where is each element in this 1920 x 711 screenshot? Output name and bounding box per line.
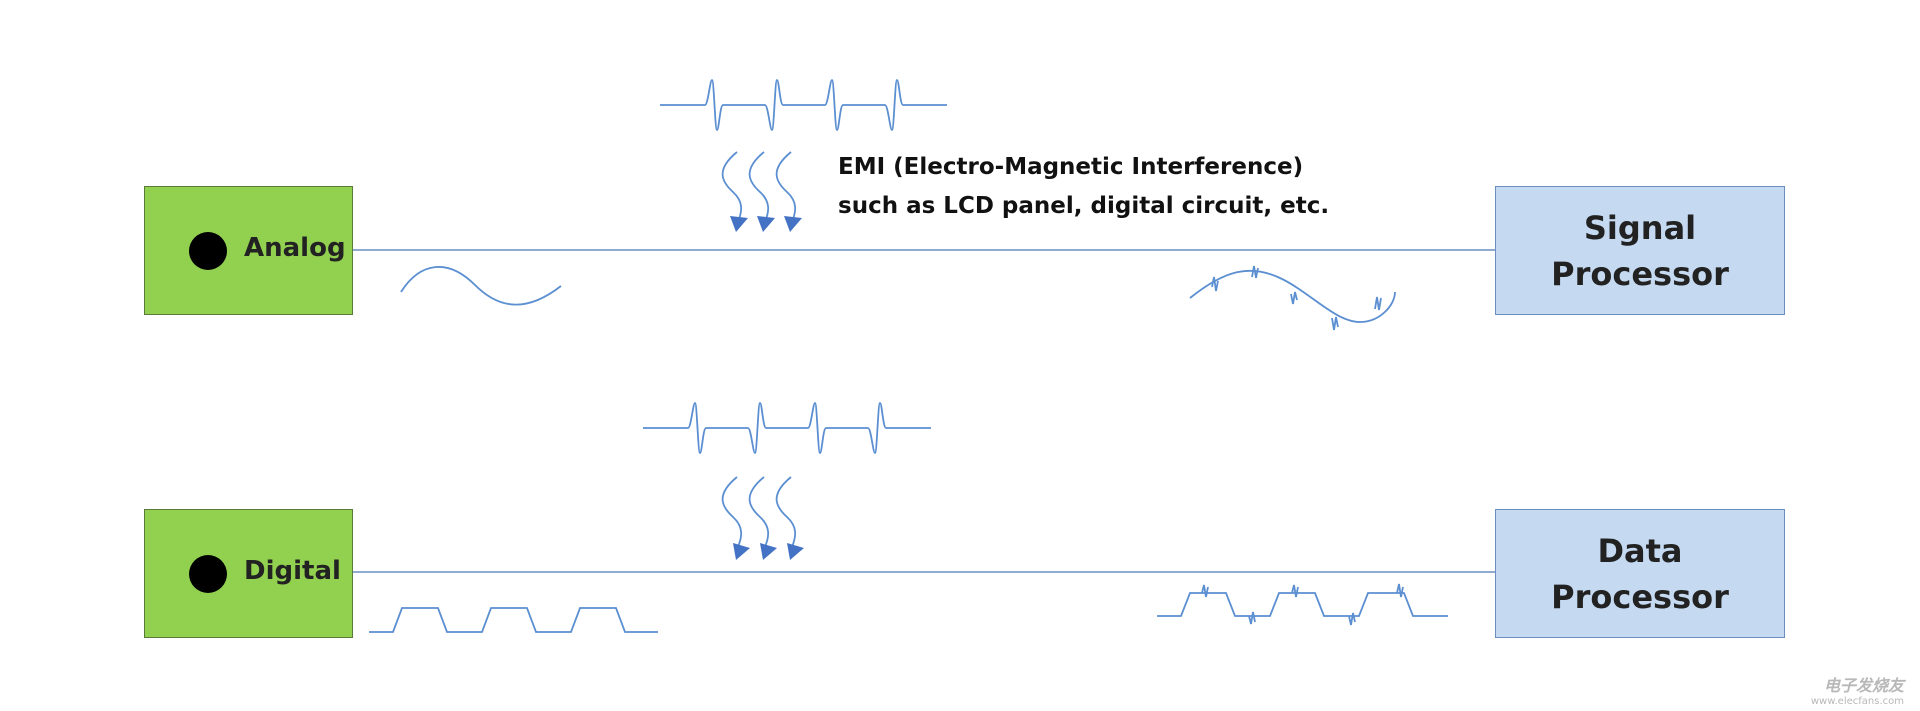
- signal-processor-label-line2: Processor: [1551, 254, 1729, 293]
- emi-arrowheads-bottom: [733, 543, 804, 560]
- data-processor-box: Data Processor: [1495, 509, 1785, 638]
- signal-processor-label-line1: Signal: [1583, 208, 1697, 247]
- digital-source-box: Digital: [144, 509, 353, 638]
- emi-arrow: [775, 476, 797, 548]
- emi-arrowhead: [787, 543, 804, 560]
- watermark-url: www.elecfans.com: [1810, 696, 1904, 707]
- data-processor-label-line2: Processor: [1551, 577, 1729, 616]
- data-processor-label-line1: Data: [1597, 531, 1683, 570]
- analog-output-noisy-sine-wave: [1189, 265, 1396, 331]
- emi-arrows-top: [721, 151, 797, 223]
- site-watermark: 电子发烧友 www.elecfans.com: [1811, 672, 1904, 707]
- analog-input-sine-wave: [400, 266, 562, 306]
- emi-arrow: [721, 476, 743, 548]
- emi-arrowhead: [757, 216, 775, 232]
- emi-annotation-line1: EMI (Electro-Magnetic Interference): [838, 154, 1304, 180]
- digital-input-square-wave: [369, 607, 658, 633]
- emi-annotation-line2: such as LCD panel, digital circuit, etc.: [838, 193, 1330, 219]
- emi-arrowheads-top: [730, 216, 802, 232]
- emi-arrow: [748, 476, 770, 548]
- emi-pulse-train-top: [660, 79, 947, 131]
- emi-arrow: [775, 151, 797, 223]
- emi-arrowhead: [730, 216, 748, 232]
- analog-source-box: Analog: [144, 186, 353, 315]
- watermark-brand: 电子发烧友: [1823, 676, 1904, 695]
- emi-arrow: [721, 151, 743, 223]
- emi-arrows-bottom: [721, 476, 797, 548]
- emi-arrow: [748, 151, 770, 223]
- emi-arrowhead: [784, 216, 802, 232]
- analog-source-label: Analog: [244, 233, 346, 263]
- emi-pulse-train-bottom: [643, 402, 931, 454]
- digital-source-label: Digital: [244, 556, 341, 586]
- digital-output-noisy-square-wave: [1157, 583, 1448, 626]
- analog-source-dot: [189, 232, 227, 270]
- emi-arrowhead: [733, 543, 750, 560]
- digital-source-dot: [189, 555, 227, 593]
- signal-processor-box: Signal Processor: [1495, 186, 1785, 315]
- emi-arrowhead: [760, 543, 777, 560]
- emi-annotation: EMI (Electro-Magnetic Interference) such…: [838, 148, 1329, 226]
